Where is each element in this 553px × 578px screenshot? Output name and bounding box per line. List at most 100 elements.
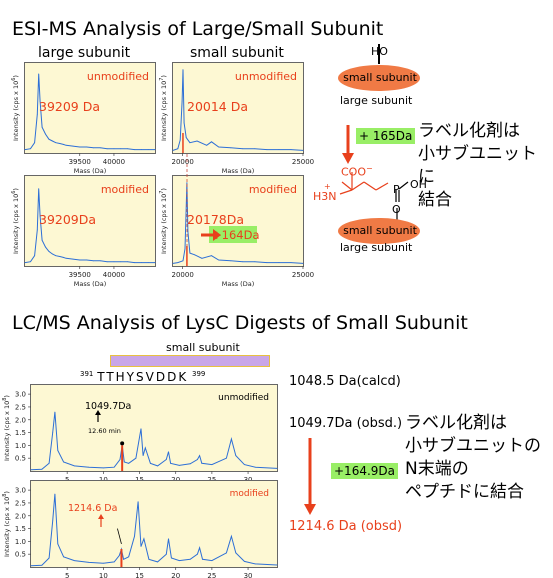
data-point (172, 150, 174, 151)
data-point (225, 552, 227, 554)
y-tick-label: 3.0 (15, 391, 26, 399)
x-tick-label: 39500 (69, 271, 91, 279)
data-point (254, 563, 256, 565)
data-point (197, 553, 198, 555)
data-point (189, 142, 191, 144)
h3n-label: H3N (313, 190, 337, 203)
data-point (184, 248, 186, 250)
data-point (157, 465, 159, 467)
data-point (113, 466, 115, 468)
data-point (45, 133, 46, 135)
labeling-schematic (338, 44, 420, 244)
data-point (41, 564, 43, 566)
data-point (235, 552, 237, 554)
data-point (187, 231, 189, 232)
y-axis-label-exp: 6 (11, 191, 17, 194)
data-point (254, 466, 256, 468)
data-point (148, 558, 150, 560)
data-point (244, 560, 245, 562)
data-point (93, 260, 94, 262)
data-point (65, 257, 67, 259)
x-tick-label: 25000 (292, 158, 314, 166)
lc-delta-badge: +164.9Da (331, 463, 399, 479)
data-point (120, 261, 122, 263)
data-point (231, 438, 232, 440)
bond-p-oh (398, 181, 409, 190)
peak-arrow-head (98, 514, 104, 519)
data-point (120, 148, 122, 150)
data-point (30, 565, 32, 567)
y-axis-label-close: ) (160, 75, 168, 78)
data-point (36, 113, 38, 115)
y-tick-label: 2.5 (15, 403, 26, 411)
small-subunit-ellipse-label: small subunit (343, 71, 417, 84)
data-point (170, 462, 172, 464)
data-point (113, 148, 115, 150)
data-point (149, 462, 151, 464)
bond-1 (341, 181, 353, 191)
data-point (48, 250, 50, 252)
data-point (218, 259, 220, 261)
data-point (157, 561, 159, 563)
jp-note-lower: ラベル化剤は 小サブユニットの N末端の ペプチドに結合 (405, 412, 541, 504)
data-point (134, 262, 135, 263)
data-point (63, 556, 64, 558)
y-axis-label: Intensity (cps x 108) (2, 491, 11, 557)
data-point (182, 260, 184, 262)
peak-arrow-head (95, 410, 101, 415)
data-point (199, 455, 200, 457)
ammonium-charge: + (324, 182, 331, 191)
data-point (189, 252, 191, 254)
y-axis-label-exp: 8 (2, 398, 8, 401)
data-point (144, 447, 146, 449)
x-axis-label: Mass (Da) (74, 280, 107, 288)
data-point (54, 411, 56, 413)
data-point (102, 467, 104, 469)
y-axis-label-exp: 8 (2, 494, 8, 497)
y-axis-label-text: Intensity (cps x 10 (3, 497, 11, 557)
data-point (189, 463, 191, 465)
data-point (128, 462, 130, 464)
y-axis-label: Intensity (cps x 106) (11, 188, 20, 254)
y-tick-label: 0.5 (15, 551, 26, 559)
data-point (290, 262, 292, 263)
bond-3 (363, 181, 377, 191)
data-point (196, 140, 198, 142)
data-point (137, 501, 139, 503)
small-subunit-ellipse-2 (338, 218, 420, 244)
peak-mass-label: 1049.7Da (85, 401, 131, 412)
status-label: unmodified (87, 70, 149, 83)
jp-lower-line-3: N末端の (405, 459, 469, 479)
data-point (79, 259, 81, 261)
data-point (211, 255, 212, 257)
pointer-line (117, 528, 122, 545)
data-point (147, 149, 149, 150)
data-point (86, 259, 87, 261)
data-point (178, 464, 180, 466)
data-point (170, 557, 172, 559)
data-point (134, 149, 135, 150)
data-point (244, 464, 245, 465)
data-point (38, 73, 40, 75)
data-point (211, 464, 213, 465)
data-point (172, 263, 174, 264)
x-tick-label: 40000 (103, 158, 125, 166)
data-point (88, 466, 90, 468)
y-tick-label: 2.0 (15, 416, 26, 424)
ho-label: HO (371, 45, 388, 58)
delta-mass-badge: + 165Da (356, 128, 416, 144)
data-point (218, 146, 220, 148)
data-point (165, 459, 167, 460)
x-tick-label: 25 (207, 572, 216, 578)
data-point (106, 261, 108, 263)
oh-label: OH (410, 178, 427, 191)
y-axis-label-close: ) (160, 188, 168, 191)
x-tick-label: 10 (99, 572, 108, 578)
data-point (181, 101, 183, 102)
data-point (118, 555, 120, 556)
data-point (24, 149, 26, 150)
